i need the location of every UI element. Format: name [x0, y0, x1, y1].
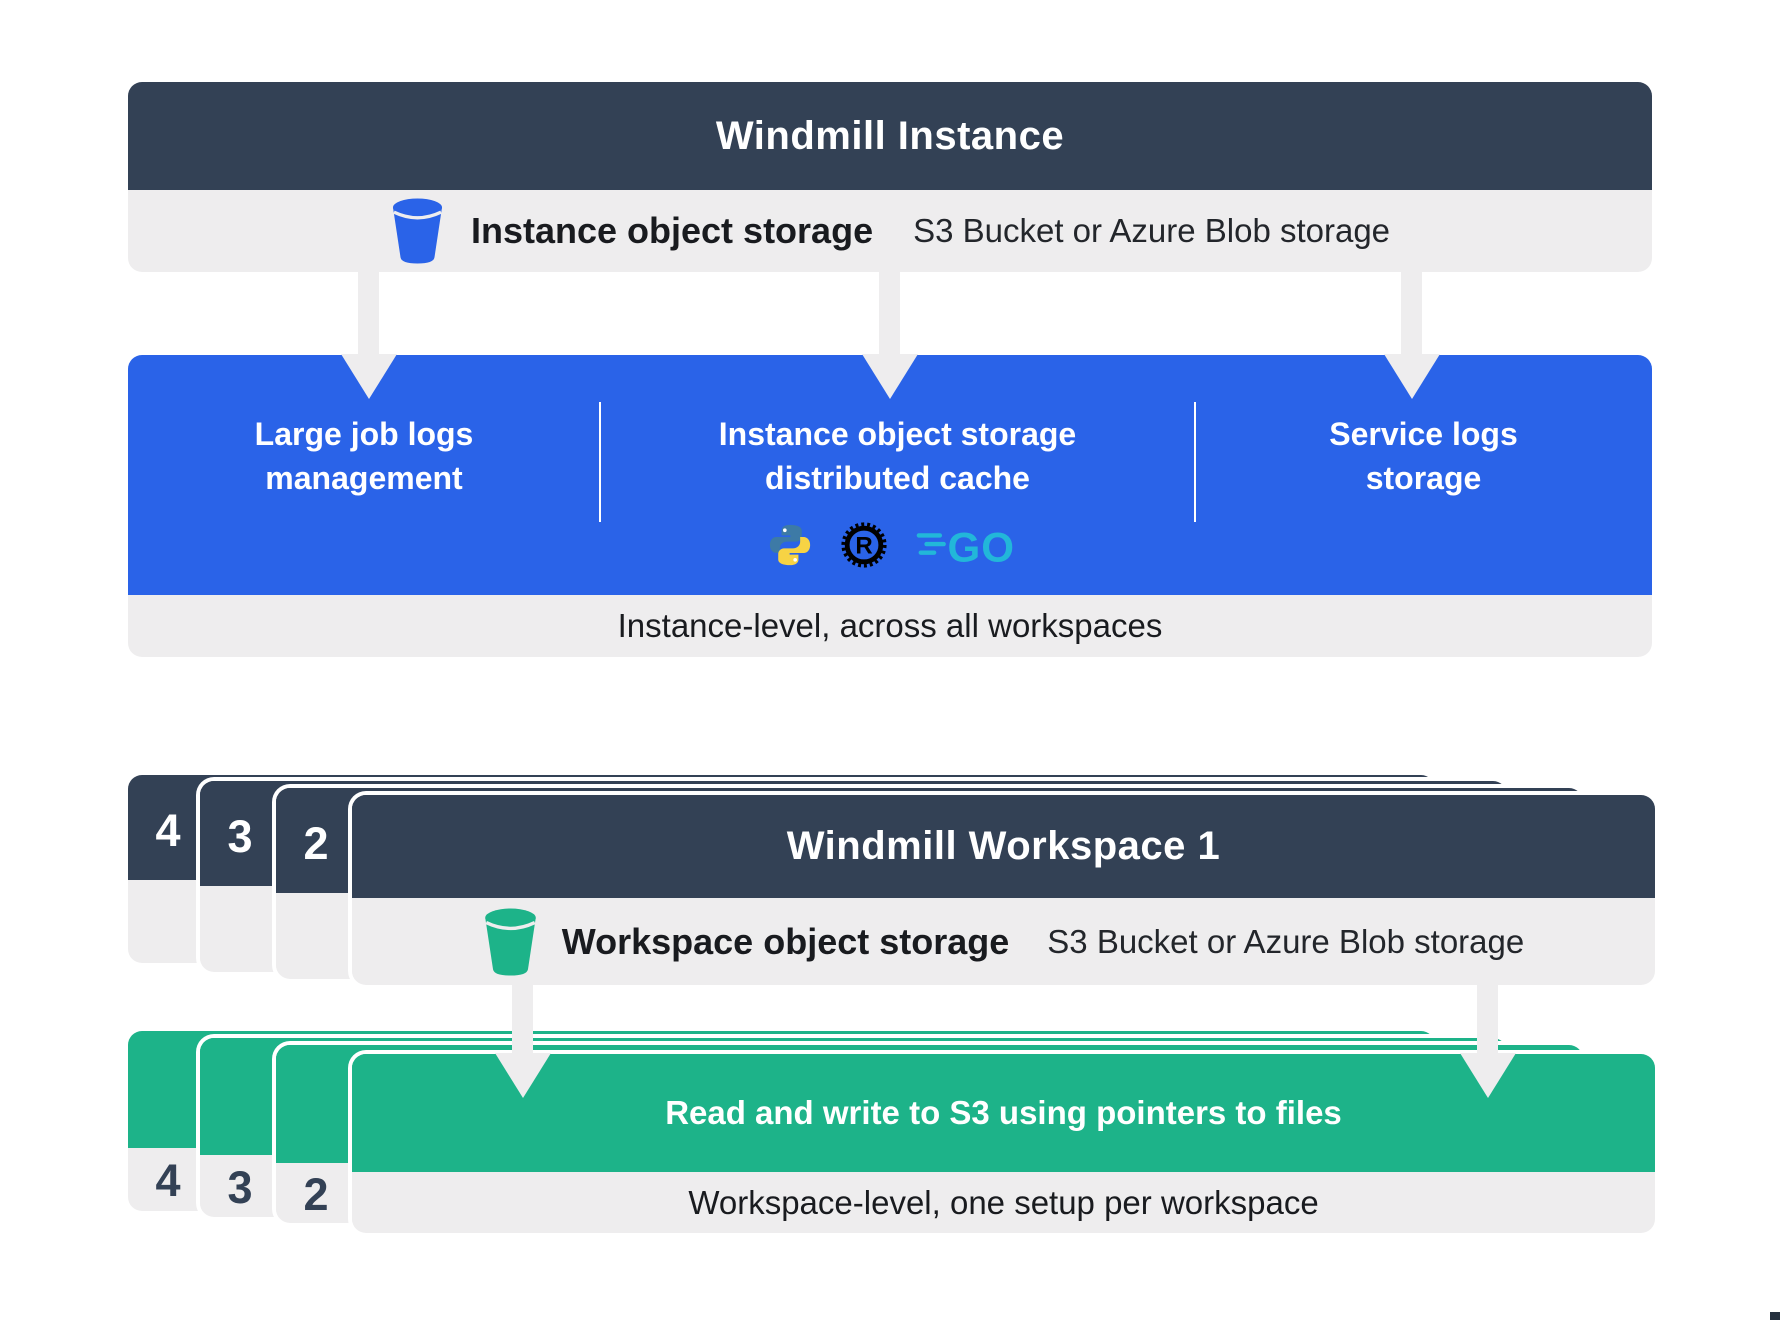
- instance-storage-provider: S3 Bucket or Azure Blob storage: [913, 212, 1391, 249]
- instance-card: Windmill Instance Instance object storag…: [128, 82, 1652, 272]
- green-stack-number-3: 3: [227, 1162, 253, 1213]
- workspace-footer-bar: Workspace-level, one setup per workspace: [352, 1172, 1655, 1233]
- bucket-icon: [392, 198, 442, 264]
- instance-footer-text: Instance-level, across all workspaces: [617, 607, 1163, 644]
- workspace-card-front: Windmill Workspace 1 Workspace object st…: [352, 795, 1655, 985]
- corner-artifact: [1770, 1312, 1780, 1320]
- instance-storage-bar: Instance object storage S3 Bucket or Azu…: [128, 190, 1652, 272]
- feature-label-line: management: [265, 460, 463, 496]
- feature-service-logs: Service logs storage: [1195, 412, 1652, 500]
- workspace-stack-number-4: 4: [155, 805, 181, 856]
- workspace-storage-label: Workspace object storage: [561, 920, 1010, 962]
- feature-label-line: distributed cache: [765, 460, 1030, 496]
- rust-icon: R: [841, 522, 887, 568]
- feature-label-line: storage: [1365, 460, 1482, 496]
- bucket-icon: [485, 907, 536, 976]
- column-divider: [599, 402, 601, 522]
- feature-large-job-logs: Large job logs management: [128, 412, 600, 500]
- workspace-stack-number-2: 2: [303, 818, 329, 869]
- runtime-logos: R GO: [600, 520, 1195, 570]
- feature-distributed-cache: Instance object storage distributed cach…: [600, 412, 1195, 500]
- green-action-text: Read and write to S3 using pointers to f…: [665, 1094, 1342, 1131]
- workspace-footer-text: Workspace-level, one setup per workspace: [688, 1183, 1319, 1221]
- instance-footer-bar: Instance-level, across all workspaces: [128, 595, 1652, 657]
- green-stack-number-4: 4: [155, 1155, 181, 1206]
- feature-label-line: Instance object storage: [718, 416, 1077, 452]
- column-divider: [1194, 402, 1196, 522]
- workspace-storage-bar: Workspace object storage S3 Bucket or Az…: [352, 898, 1655, 985]
- workspace-title: Windmill Workspace 1: [786, 824, 1221, 868]
- instance-card-header: Windmill Instance: [128, 82, 1652, 190]
- instance-title: Windmill Instance: [715, 113, 1065, 158]
- workspace-storage-provider: S3 Bucket or Azure Blob storage: [1047, 922, 1525, 960]
- feature-label-line: Large job logs: [254, 416, 474, 452]
- go-text: GO: [948, 523, 1015, 569]
- go-icon: GO: [916, 523, 1015, 569]
- python-icon: [769, 524, 811, 566]
- rust-letter: R: [855, 533, 872, 560]
- instance-storage-label: Instance object storage: [470, 210, 874, 251]
- green-action-area: Read and write to S3 using pointers to f…: [352, 1054, 1655, 1172]
- feature-label-line: Service logs: [1329, 416, 1518, 452]
- instance-features-box: Large job logs management Instance objec…: [128, 355, 1652, 657]
- green-stack-number-2: 2: [303, 1169, 329, 1220]
- workspace-stack-number-3: 3: [227, 811, 253, 862]
- green-card-front: Read and write to S3 using pointers to f…: [352, 1054, 1655, 1233]
- workspace-card-header: Windmill Workspace 1: [352, 795, 1655, 898]
